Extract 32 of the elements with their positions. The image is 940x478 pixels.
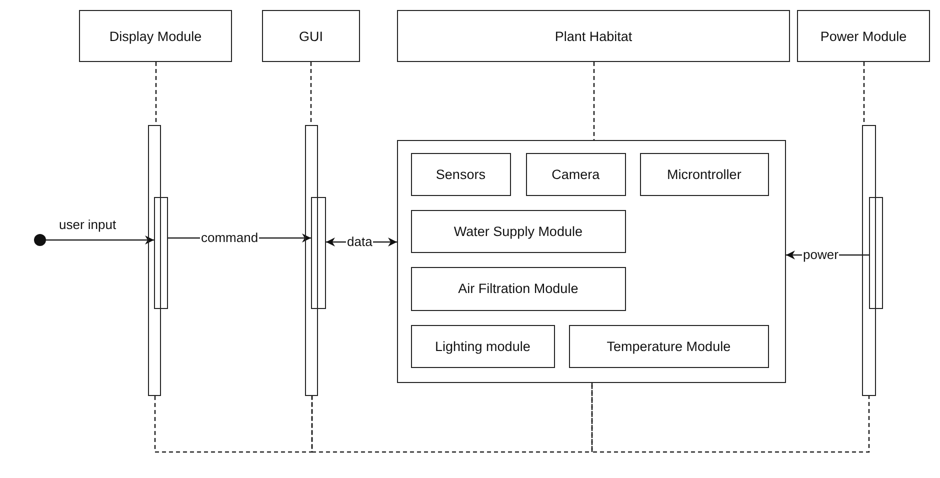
participant-box: Plant Habitat [397,10,790,62]
module-box: Lighting module [410,324,555,368]
participant-box: Power Module [797,10,930,62]
edge-label: data [346,235,374,249]
participant-box: GUI [262,10,360,62]
edge-label: user input [58,218,118,232]
lifeline [863,62,865,125]
message-arrow [46,236,154,244]
activation-bar [148,125,161,396]
activation-bar [305,125,318,396]
message-arrow [326,238,397,246]
lifeline [593,62,595,140]
edge-label: command [200,231,260,245]
lifeline [591,383,870,453]
module-box: Sensors [410,152,511,196]
activation-bar [862,125,876,396]
lifeline [310,62,312,125]
start-dot [34,234,46,246]
message-arrow [786,250,869,260]
module-box: Water Supply Module [410,210,626,253]
activation-bar [154,197,168,309]
habitat-container [397,140,786,383]
activation-bar [869,197,883,309]
activation-bar [311,197,326,309]
participant-box: Display Module [79,10,232,62]
module-box: Temperature Module [568,324,769,368]
lifeline [154,396,313,453]
lifeline [155,62,157,125]
module-box: Camera [526,152,626,196]
message-arrow [168,234,311,242]
module-box: Microntroller [640,152,769,196]
module-box: Air Filtration Module [410,266,626,311]
